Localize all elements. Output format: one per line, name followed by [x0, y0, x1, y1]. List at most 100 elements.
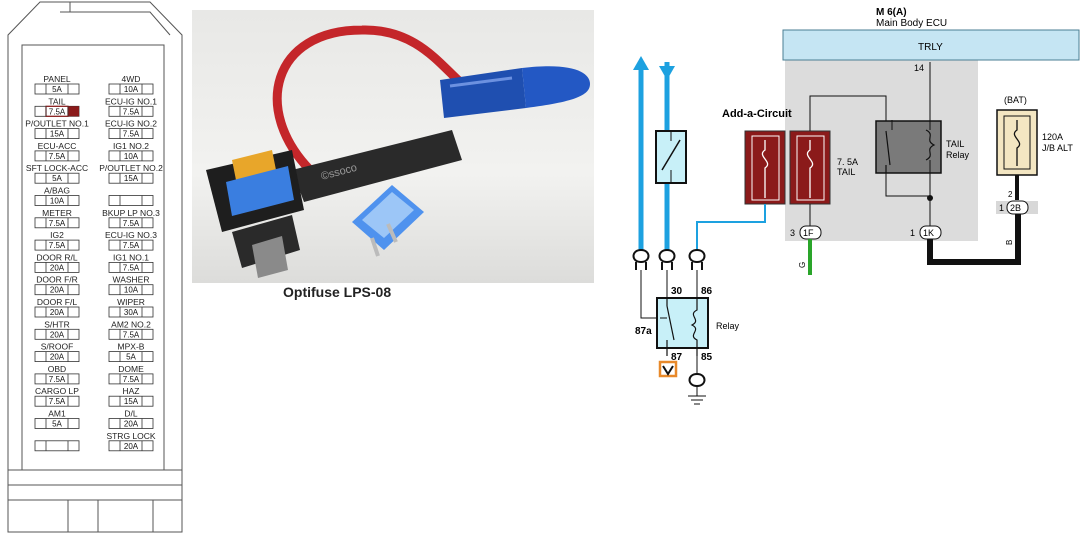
- add-a-circuit-label: Add-a-Circuit: [722, 108, 792, 120]
- fuse-name-label: TAIL: [837, 167, 855, 177]
- fuse-name-right-3: IG1 NO.2: [113, 141, 149, 151]
- fuse-slot-left-0: [34, 83, 80, 95]
- fuse-slot-left-15: [34, 418, 80, 429]
- fuse-rating-left-9: 20A: [50, 286, 65, 295]
- fuse-rating-right-7: 7.5A: [123, 241, 140, 250]
- fuse-name-right-10: WIPER: [117, 297, 145, 307]
- fuse-rating-left-8: 20A: [50, 263, 65, 272]
- fuse-slot-left-12: [34, 351, 80, 363]
- fuse-slot-left-10: [34, 306, 80, 318]
- fuse-name-right-6: BKUP LP NO.3: [102, 208, 160, 218]
- fuse-rating-left-15: 5A: [52, 420, 62, 429]
- trly-bus-bar: [782, 29, 1080, 61]
- fuse-rating-right-8: 7.5A: [123, 263, 140, 272]
- fuse-name-left-15: AM1: [48, 409, 66, 419]
- fuse-rating-left-10: 20A: [50, 308, 65, 317]
- fuse-slot-right-12: [108, 351, 154, 363]
- fuse-rating-right-4: 15A: [124, 174, 139, 183]
- fuse-holder: [206, 150, 304, 278]
- wiring-schematic: M 6(A) Main Body ECU TRLY 14 Add-a-Circu…: [632, 7, 1080, 405]
- fuse-rating-right-11: 7.5A: [123, 330, 140, 339]
- fuse-rating-left-3: 7.5A: [49, 152, 66, 161]
- fuse-rating-left-0: 5A: [52, 85, 62, 94]
- fuse-rating-right-12: 5A: [126, 353, 136, 362]
- fuse-slot-right-16: [108, 440, 154, 452]
- fuse-rating-label: 7. 5A: [837, 157, 858, 167]
- fuse-rating-left-13: 7.5A: [49, 375, 66, 384]
- fuse-name-left-3: ECU-ACC: [38, 141, 77, 151]
- wire-g-label: G: [798, 262, 807, 268]
- fuse-name-left-1: TAIL: [48, 96, 66, 106]
- fuse-rating-left-6: 7.5A: [49, 219, 66, 228]
- fuse-rating-right-2: 7.5A: [123, 130, 140, 139]
- pin-30-label: 30: [671, 286, 683, 297]
- relay-label: Relay: [716, 321, 740, 331]
- bus-label: TRLY: [918, 42, 943, 53]
- ground-symbol: [688, 356, 706, 405]
- fuse-slot-left-9: [34, 284, 80, 296]
- connector-1F: 1F 3: [790, 225, 822, 240]
- fuse-name-left-9: DOOR F/R: [36, 275, 78, 285]
- fuse-rating-right-14: 15A: [124, 397, 139, 406]
- fuse-panel-outline: [7, 1, 183, 533]
- fuse-slot-left-13: [34, 373, 80, 385]
- fuse-rating-left-7: 7.5A: [49, 241, 66, 250]
- fuse-name-right-15: D/L: [124, 409, 138, 419]
- fuse-rating-right-16: 20A: [124, 442, 139, 451]
- fuse-name-left-0: PANEL: [43, 74, 71, 84]
- fuse-slot-left-3: [34, 150, 80, 162]
- alt-rating-label: 120A: [1042, 132, 1063, 142]
- b-wire: [927, 214, 1021, 265]
- black-heat-shrink: [292, 130, 462, 202]
- fuse-rating-right-3: 10A: [124, 152, 139, 161]
- photo-caption: Optifuse LPS-08: [283, 284, 392, 300]
- fuse-slot-right-11: [108, 328, 154, 340]
- svg-text:1: 1: [999, 203, 1004, 213]
- fuse-slot-left-7: [34, 239, 80, 251]
- fuse-name-right-14: HAZ: [123, 386, 140, 396]
- fuse-name-right-16: STRG LOCK: [106, 431, 155, 441]
- fuse-name-left-2: P/OUTLET NO.1: [25, 119, 89, 129]
- fuse-name-left-6: METER: [42, 208, 72, 218]
- fuse-rating-right-10: 30A: [124, 308, 139, 317]
- fuse-name-left-12: S/ROOF: [41, 342, 74, 352]
- fuse-slot-right-8: [108, 261, 154, 273]
- fuse-name-left-11: S/HTR: [44, 319, 70, 329]
- svg-text:2B: 2B: [1010, 203, 1021, 213]
- bat-label: (BAT): [1004, 95, 1027, 105]
- fuse-name-left-8: DOOR R/L: [36, 252, 77, 262]
- fuse-slot-right-3: [108, 150, 154, 162]
- fuse-name-left-14: CARGO LP: [35, 386, 79, 396]
- connector-1K: 1K 1: [910, 225, 942, 240]
- fuse-rating-right-15: 20A: [124, 420, 139, 429]
- fuse-slot-left-16: [34, 440, 80, 452]
- fuse-name-right-4: P/OUTLET NO.2: [99, 163, 163, 173]
- fuse-rating-right-1: 7.5A: [123, 107, 140, 116]
- svg-text:1K: 1K: [923, 228, 934, 238]
- fuse-name-right-12: MPX-B: [118, 342, 145, 352]
- svg-text:1F: 1F: [803, 228, 814, 238]
- tap-blade: [252, 236, 288, 278]
- tap-to-relay-wire: [696, 204, 766, 250]
- fuse-slot-left-11: [34, 328, 80, 340]
- svg-text:1: 1: [910, 228, 915, 238]
- relay-connectors: [632, 248, 706, 270]
- fuse-slot-right-13: [108, 373, 154, 385]
- svg-text:3: 3: [790, 228, 795, 238]
- fuse-name-right-0: 4WD: [122, 74, 141, 84]
- fuse-slot-right-6: [108, 217, 154, 229]
- fuse-rating-right-9: 10A: [124, 286, 139, 295]
- fuse-rating-left-1: 7.5A: [49, 107, 66, 116]
- fuse-slot-right-15: [108, 418, 154, 429]
- fuse-name-left-5: A/BAG: [44, 186, 70, 196]
- fuse-slot-right-1: [108, 105, 154, 117]
- fuse-name-left-13: OBD: [48, 364, 66, 374]
- pin-85-label: 85: [701, 352, 713, 363]
- fuse-name-left-10: DOOR F/L: [37, 297, 77, 307]
- fuse-slot-left-8: [34, 261, 80, 273]
- fuse-name-left-7: IG2: [50, 230, 64, 240]
- red-wire: [272, 25, 487, 175]
- fuse-slot-right-4: [108, 172, 154, 184]
